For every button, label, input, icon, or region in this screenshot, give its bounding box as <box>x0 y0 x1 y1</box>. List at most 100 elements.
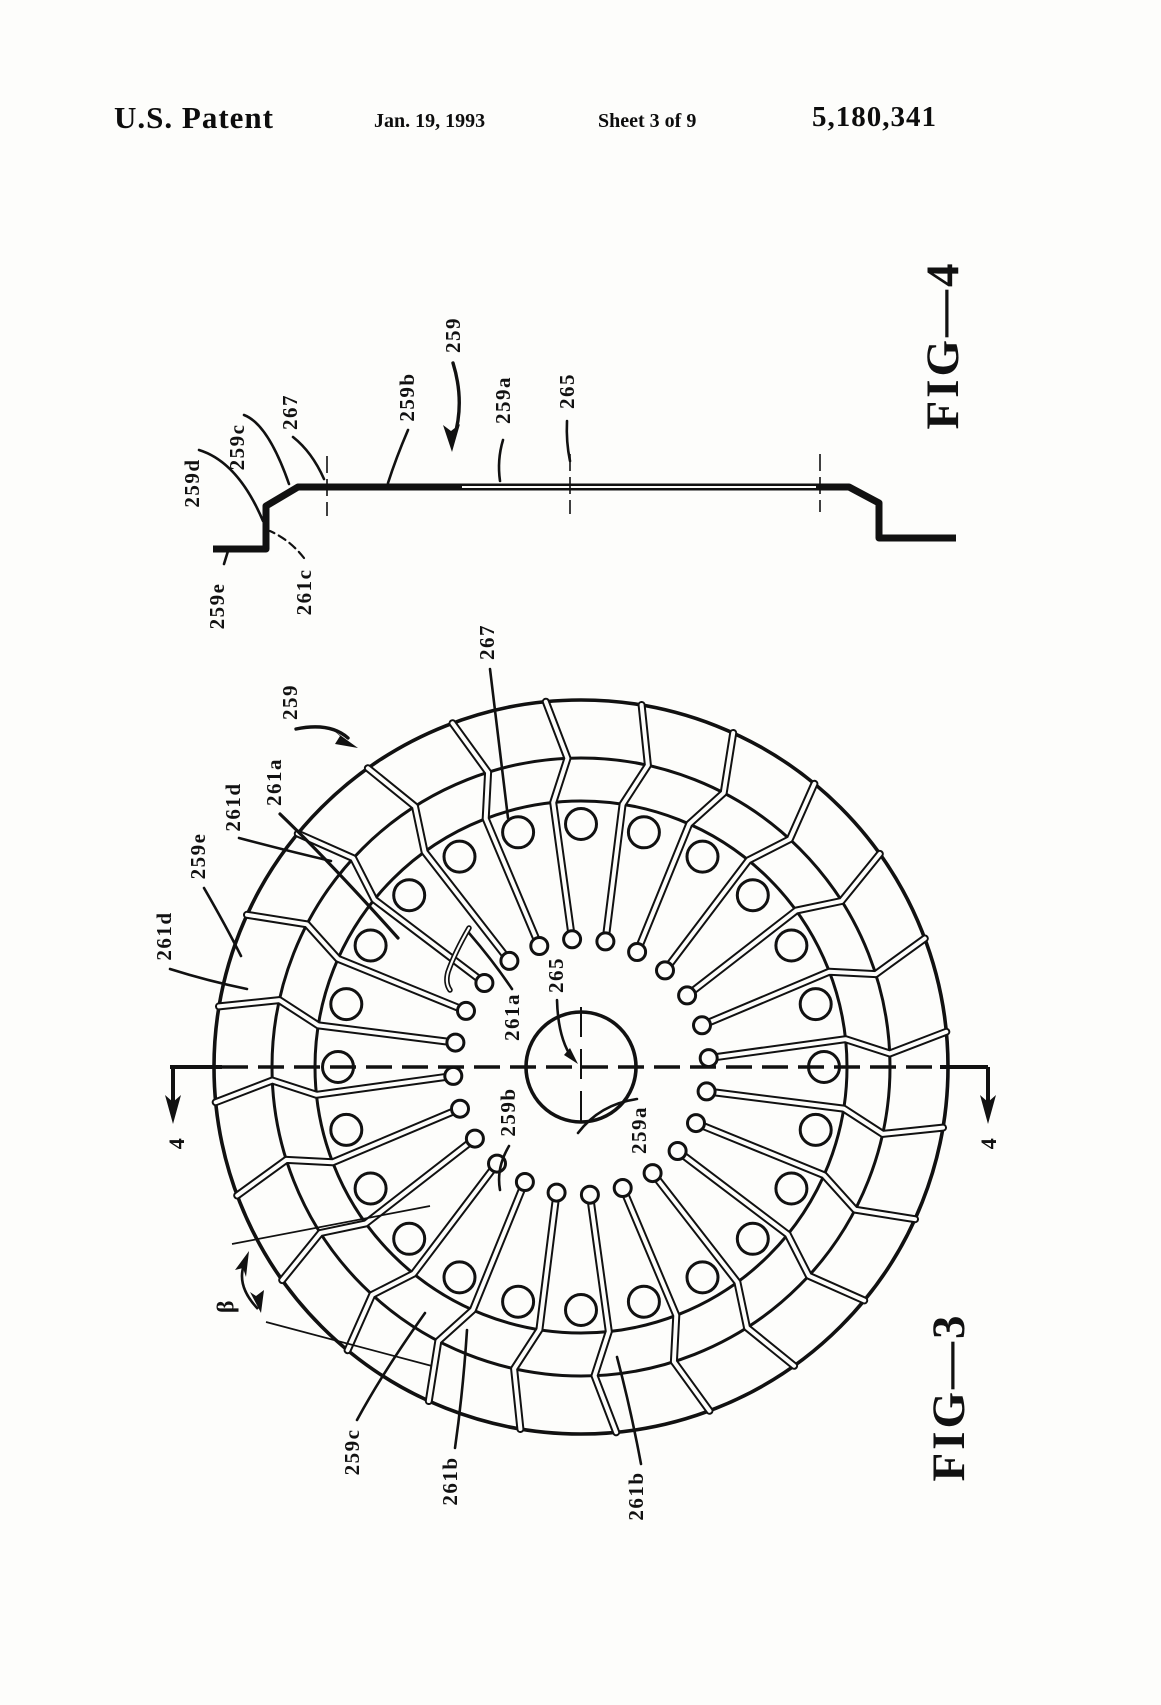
fig3-slot-core <box>704 1089 945 1136</box>
fig3-label-section-right: 4 <box>976 1137 1001 1150</box>
fig3-hole <box>735 1221 770 1256</box>
fig4-leader-265 <box>565 419 572 463</box>
fig3-slot-tip <box>562 929 583 950</box>
fig3-hole <box>564 807 598 841</box>
fig3-slot-core <box>675 1149 867 1303</box>
fig3-hook-slot-core <box>445 926 471 992</box>
fig3-label-259b: 259b <box>496 1087 520 1136</box>
fig3-leader-259 <box>294 725 350 740</box>
fig3-label-261b_left: 261b <box>438 1456 462 1505</box>
fig3-beta-line-2 <box>265 1321 433 1367</box>
fig3-leader-267 <box>488 667 510 820</box>
fig4-label-259e: 259e <box>205 583 229 630</box>
fig4-label-259c: 259c <box>225 424 249 471</box>
fig4-leader-267 <box>291 435 326 481</box>
fig3-slot-tip <box>696 1081 717 1102</box>
fig3-leader-261d_left <box>168 967 249 991</box>
fig3-hole <box>798 1112 833 1147</box>
fig3-arrowhead-259 <box>333 730 358 748</box>
fig3-slot-tip <box>499 950 520 971</box>
fig3-leader-259c <box>355 1311 427 1422</box>
fig3-slot-core <box>426 1180 527 1403</box>
fig3-leader-259a <box>576 1097 639 1135</box>
fig3-hole <box>685 1260 720 1295</box>
fig3-label-265: 265 <box>544 957 568 993</box>
fig3-hole <box>442 1260 477 1295</box>
fig3-slot-core <box>280 1136 477 1283</box>
fig3-slot-core <box>620 1186 712 1413</box>
fig4-label-259: 259 <box>441 317 465 353</box>
fig3-slot-tip <box>667 1141 688 1161</box>
fig4-profile <box>213 483 956 553</box>
fig3-slot-core <box>663 781 817 973</box>
fig3-hole <box>685 839 720 874</box>
fig3-slot-tip <box>692 1015 712 1036</box>
fig4-leader-259e <box>222 549 230 566</box>
fig3-title: FIG—3 <box>923 1312 975 1481</box>
fig3-slot-tip <box>474 973 495 993</box>
fig3-hole <box>564 1293 598 1327</box>
fig4-title: FIG—4 <box>917 260 969 429</box>
fig3-slot-tip <box>445 1032 466 1053</box>
fig4-leader-261c <box>268 529 306 560</box>
fig3-slot-tip <box>529 936 550 956</box>
fig4-label-259a: 259a <box>491 376 515 424</box>
fig3-label-beta: β <box>214 1299 240 1313</box>
fig3-hole <box>735 878 770 913</box>
fig3-hole <box>442 839 477 874</box>
fig3-slot-tip <box>686 1113 706 1134</box>
fig3-slot-tip <box>677 985 698 1006</box>
fig3-leader-261a <box>467 931 514 991</box>
fig4-leader-259a <box>497 438 505 483</box>
fig3-hole <box>353 928 388 963</box>
fig4-label-259b: 259b <box>395 372 419 421</box>
patent-header-sheet: Sheet 3 of 9 <box>598 110 697 132</box>
fig3-slot-core <box>345 1161 499 1353</box>
fig3-leader-261b_right <box>615 1355 643 1466</box>
fig4-label-261c: 261c <box>292 569 316 616</box>
fig3-label-261d_left: 261d <box>152 911 176 960</box>
fig3-hole <box>353 1171 388 1206</box>
fig3-slot-tip <box>612 1178 633 1198</box>
fig3-hole <box>626 1284 661 1319</box>
fig3-slot-core <box>706 1029 949 1061</box>
fig3-beta-line-1 <box>231 1205 431 1245</box>
fig3-beta-arrow-1 <box>235 1251 249 1277</box>
fig4-leader-259d <box>197 448 265 523</box>
patent-header-date: Jan. 19, 1993 <box>374 110 486 132</box>
fig3-hole <box>774 928 809 963</box>
fig3-hole <box>392 1221 427 1256</box>
fig3-slot-core <box>295 831 487 985</box>
fig3-leader-261b_left <box>453 1328 469 1450</box>
fig3-label-261d_top: 261d <box>221 782 245 831</box>
fig3-leader-261a_top <box>278 812 400 940</box>
fig3-label-261a: 261a <box>500 993 524 1041</box>
fig3-slot-core <box>512 1190 559 1431</box>
fig3-slot-tip <box>642 1163 663 1184</box>
patent-header-title: U.S. Patent <box>114 100 274 135</box>
fig4-label-259d: 259d <box>180 458 204 507</box>
fig3-label-259c: 259c <box>340 1429 364 1476</box>
fig3-label-section-left: 4 <box>164 1137 189 1150</box>
fig3-slot-core <box>213 1073 456 1105</box>
fig3-hole <box>501 1284 536 1319</box>
fig3-hole <box>774 1171 809 1206</box>
fig3-leader-261d_top <box>237 836 333 863</box>
fig3-slot-core <box>543 699 575 942</box>
fig3-leader-259e <box>202 886 243 958</box>
fig4-leader-259b <box>386 428 410 485</box>
fig3-slot-tip <box>450 1098 470 1119</box>
fig3-slot-tip <box>443 1065 464 1086</box>
fig3-hole <box>392 878 427 913</box>
fig3-beta-arrow-2 <box>250 1290 264 1313</box>
fig3-slot-tip <box>546 1182 567 1203</box>
fig3-slot-core <box>365 766 512 963</box>
fig3-slot-tip <box>456 1000 476 1021</box>
fig3-hole <box>626 815 661 850</box>
fig3-label-267: 267 <box>475 624 499 660</box>
fig4-arrowhead-259 <box>443 424 460 452</box>
